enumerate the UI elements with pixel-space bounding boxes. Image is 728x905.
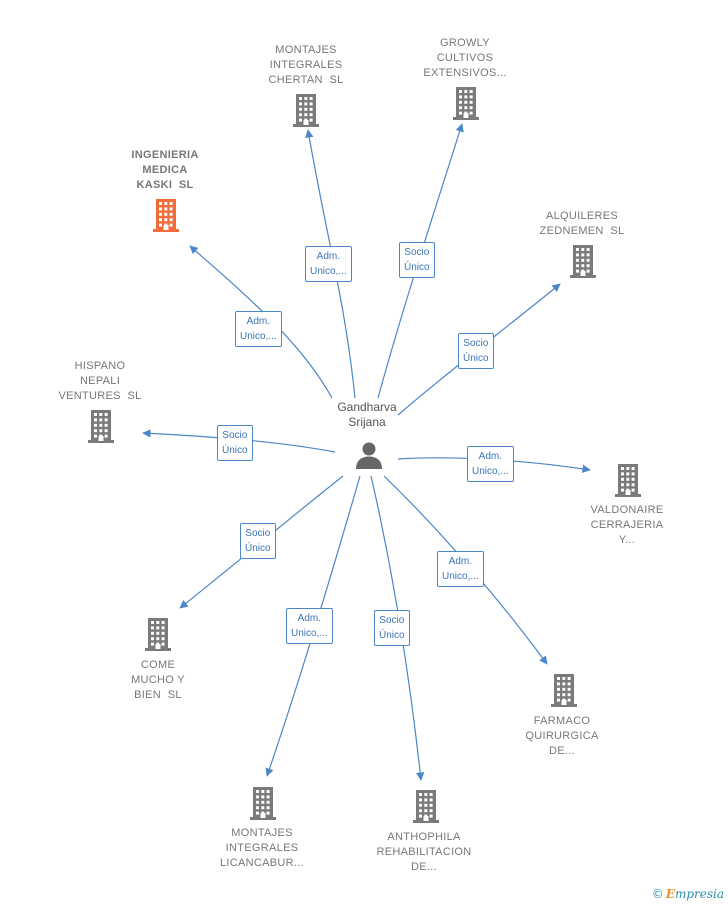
company-label-farmaco[interactable]: FARMACO QUIRURGICA DE...: [497, 714, 627, 759]
company-label-line: QUIRURGICA: [525, 730, 599, 742]
person-icon[interactable]: [354, 440, 384, 470]
building-icon[interactable]: [291, 92, 321, 128]
company-label-line: MUCHO Y: [131, 674, 185, 686]
building-icon[interactable]: [151, 197, 181, 233]
empresia-watermark: ©Empresia: [652, 887, 724, 901]
edge-label-line: Socio: [404, 247, 430, 258]
edge-label-line: Único: [379, 630, 405, 641]
company-label-line: COME: [140, 659, 176, 671]
edge-label-line: Socio: [463, 338, 489, 349]
company-label-line: NEPALI: [79, 375, 121, 387]
company-label-line: GROWLY: [440, 37, 490, 49]
edge-label-line: Unico,...: [472, 466, 509, 477]
company-label-line: CULTIVOS: [436, 52, 494, 64]
company-label-line: KASKI SL: [136, 179, 194, 191]
edge-label-valdonaire[interactable]: Adm. Unico,...: [467, 446, 514, 482]
company-label-line: BIEN SL: [134, 689, 182, 701]
edge-label-line: Único: [245, 543, 271, 554]
brand-initial: E: [665, 887, 675, 901]
company-label-line: INTEGRALES: [225, 842, 299, 854]
company-label-anthophila[interactable]: ANTHOPHILA REHABILITACION DE...: [359, 830, 489, 875]
edge-label-line: Unico,...: [442, 571, 479, 582]
edge-label-line: Unico,...: [240, 331, 277, 342]
building-icon[interactable]: [143, 616, 173, 652]
center-person-name-line1: Gandharva: [337, 400, 397, 414]
company-label-line: CHERTAN SL: [268, 74, 344, 86]
edge-label-line: Adm.: [448, 556, 473, 567]
company-label-growly[interactable]: GROWLY CULTIVOS EXTENSIVOS...: [400, 36, 530, 81]
building-icon[interactable]: [568, 243, 598, 279]
company-label-line: Y...: [618, 534, 636, 546]
company-label-line: DE...: [411, 861, 437, 873]
company-label-montajes-chertan[interactable]: MONTAJES INTEGRALES CHERTAN SL: [241, 43, 371, 88]
company-label-line: INGENIERIA: [131, 149, 199, 161]
edge-label-licancabur[interactable]: Adm. Unico,...: [286, 608, 333, 644]
edge-label-line: Adm.: [316, 251, 341, 262]
edge-label-line: Adm.: [246, 316, 271, 327]
company-label-line: ZEDNEMEN SL: [539, 225, 625, 237]
edge-label-line: Único: [463, 353, 489, 364]
center-person-name-line2: Srijana: [348, 415, 386, 429]
building-icon[interactable]: [549, 672, 579, 708]
company-label-line: REHABILITACION: [376, 846, 472, 858]
company-label-licancabur[interactable]: MONTAJES INTEGRALES LICANCABUR...: [197, 826, 327, 871]
edge-label-line: Socio: [245, 528, 271, 539]
edge-label-line: Unico,...: [310, 266, 347, 277]
company-label-line: VENTURES SL: [58, 390, 142, 402]
brand-name: mpresia: [674, 887, 724, 901]
company-label-valdonaire[interactable]: VALDONAIRE CERRAJERIA Y...: [562, 503, 692, 548]
edge-label-line: Único: [404, 262, 430, 273]
edge-label-farmaco[interactable]: Adm. Unico,...: [437, 551, 484, 587]
company-label-line: INTEGRALES: [269, 59, 343, 71]
company-label-come[interactable]: COME MUCHO Y BIEN SL: [93, 658, 223, 703]
edge-label-line: Socio: [222, 430, 248, 441]
edge-label-line: Único: [222, 445, 248, 456]
company-label-alquileres[interactable]: ALQUILERES ZEDNEMEN SL: [517, 209, 647, 239]
company-label-line: DE...: [549, 745, 575, 757]
company-label-hispano[interactable]: HISPANO NEPALI VENTURES SL: [35, 359, 165, 404]
company-label-line: HISPANO: [74, 360, 126, 372]
edge-label-line: Socio: [379, 615, 405, 626]
edge-label-line: Unico,...: [291, 628, 328, 639]
company-label-line: ALQUILERES: [545, 210, 619, 222]
company-label-line: ANTHOPHILA: [387, 831, 461, 843]
company-label-ingenieria[interactable]: INGENIERIA MEDICA KASKI SL: [100, 148, 230, 193]
edge-label-line: Adm.: [297, 613, 322, 624]
company-label-line: FARMACO: [533, 715, 591, 727]
building-icon[interactable]: [451, 85, 481, 121]
company-label-line: EXTENSIVOS...: [423, 67, 507, 79]
company-label-line: MONTAJES: [231, 827, 293, 839]
edge-label-ingenieria[interactable]: Adm. Unico,...: [235, 311, 282, 347]
company-label-line: MONTAJES: [275, 44, 337, 56]
center-person-label[interactable]: Gandharva Srijana: [327, 400, 407, 430]
company-label-line: LICANCABUR...: [220, 857, 304, 869]
building-icon[interactable]: [86, 408, 116, 444]
copyright-symbol: ©: [651, 887, 664, 901]
company-label-line: VALDONAIRE: [590, 504, 664, 516]
building-icon[interactable]: [248, 785, 278, 821]
edge-label-montajes-chertan[interactable]: Adm. Unico,...: [305, 246, 352, 282]
building-icon[interactable]: [613, 462, 643, 498]
building-icon[interactable]: [411, 788, 441, 824]
company-label-line: MEDICA: [142, 164, 188, 176]
edge-label-line: Adm.: [478, 451, 503, 462]
company-label-line: CERRAJERIA: [590, 519, 664, 531]
